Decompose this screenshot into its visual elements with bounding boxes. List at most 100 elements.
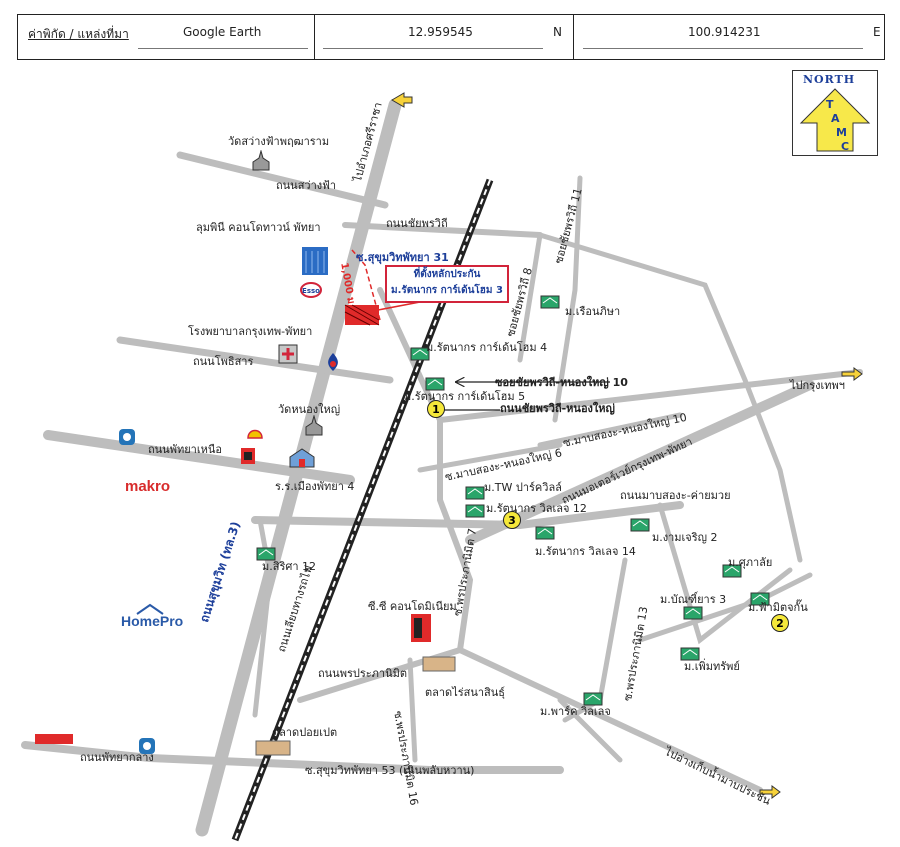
housing-icon	[680, 647, 700, 661]
road-pattaya-nuea	[43, 430, 355, 485]
condo-icon	[411, 614, 431, 642]
makro-logo: makro	[125, 478, 171, 495]
road-chaiyaphruek	[342, 222, 543, 238]
road-soi16	[407, 657, 418, 763]
road-se	[557, 697, 623, 763]
label-park-village: ม.พาร์ค วิลเลจ	[540, 705, 611, 718]
label-soi-sukhumvit53: ซ.สุขุมวิทพัทยา 53 (เนินพลับหวาน)	[305, 764, 475, 777]
label-cc-condo: ซี.ซี คอนโดมิเนียม	[368, 600, 457, 613]
label-supalai: ม.ศุภาลัย	[728, 556, 773, 569]
label-wat-sawang: วัดสว่างฟ้าพฤฒาราม	[228, 135, 330, 148]
label-phamitchakan: ม.ฟ้ามิตจกั๊น	[748, 601, 808, 614]
callout-line1: ที่ตั้งหลักประกัน	[413, 269, 481, 280]
homepro-logo: HomePro	[121, 613, 184, 629]
label-rd-pattaya-nuea: ถนนพัทยาเหนือ	[148, 443, 222, 456]
label-ruenpisa: ม.เรือนภิษา	[565, 305, 621, 318]
road-photisan	[116, 336, 394, 384]
road-west-1	[252, 517, 273, 718]
road-sawangfa	[176, 151, 389, 209]
housing-icon	[630, 518, 650, 532]
callout-line2: ม.รัตนากร การ์เด้นโฮม 3	[391, 285, 503, 296]
marker-3: 3	[503, 511, 521, 529]
svg-text:Esso: Esso	[302, 287, 320, 295]
arrow-east-icon	[841, 367, 863, 381]
housing-icon	[683, 606, 703, 620]
label-rd-sawangfa: ถนนสว่างฟ้า	[276, 179, 337, 192]
label-talad-rai: ตลาดไร่สนาสินธุ์	[425, 686, 506, 699]
label-rd-pattaya-klang: ถนนพัทยากลาง	[80, 751, 154, 764]
bank-icon	[119, 429, 135, 445]
label-ngamcharoen2: ม.งามเจริญ 2	[652, 531, 718, 544]
north-letter: C	[841, 140, 850, 153]
north-letter: A	[831, 112, 840, 125]
temple-nongyai-icon	[305, 415, 323, 436]
coord-source: Google Earth	[183, 25, 262, 39]
bank-icon	[139, 738, 155, 754]
housing-icon	[256, 547, 276, 561]
housing-icon	[540, 295, 560, 309]
road-soi10	[537, 412, 683, 448]
housing-icon	[410, 347, 430, 361]
market-icon	[422, 656, 456, 672]
label-rattanakorn5: ม.รัตนากร การ์เด้นโฮม 5	[404, 390, 526, 403]
label-bunyani3: ม.บัณฑิ์ยาร 3	[660, 593, 727, 606]
housing-icon	[722, 564, 742, 578]
north-arrow-icon	[799, 88, 871, 152]
arrow-southeast-icon	[759, 785, 781, 799]
latitude-value: 12.959545	[408, 25, 473, 39]
label-rd-chaiya-nongyai: ถนนชัยพรวิถี-หนองใหญ่	[500, 402, 615, 415]
coord-label: ค่าพิกัด / แหล่งที่มา	[28, 27, 129, 41]
shell-icon	[247, 429, 263, 439]
store-icon	[35, 734, 73, 744]
label-phoemsap: ม.เพิ่มทรัพย์	[684, 660, 740, 673]
distance-line	[351, 249, 381, 321]
label-talad-poypet: ตลาดปอยเปต	[272, 726, 338, 739]
road-phraprachanimit	[297, 646, 763, 793]
marker-2: 2	[771, 614, 789, 632]
label-soi-chaiya-nongyai10: ซอยชัยพรวิถี-หนองใหญ่ 10	[495, 376, 628, 389]
coordinate-header: ค่าพิกัด / แหล่งที่มา Google Earth 12.95…	[17, 14, 885, 60]
label-rattanakorn-villa12: ม.รัตนากร วิลเลจ 12	[486, 502, 587, 515]
road-local-1	[437, 417, 474, 653]
fuel-icon	[241, 448, 255, 464]
longitude-dir: E	[873, 25, 881, 39]
housing-icon	[425, 377, 445, 391]
label-soi-sukhumvit31: ซ.สุขุมวิทพัทยา 31	[356, 251, 449, 264]
road-mapsong	[251, 501, 684, 530]
road-soi8	[517, 232, 543, 363]
housing-icon	[465, 486, 485, 500]
homepro-roof-icon	[136, 603, 164, 615]
housing-icon	[465, 504, 485, 518]
arrow-north-icon	[391, 92, 413, 108]
label-rattanakorn-villa14: ม.รัตนากร วิลเลจ 14	[535, 545, 636, 558]
north-letter: M	[836, 126, 847, 139]
collateral-callout: ที่ตั้งหลักประกัน ม.รัตนากร การ์เด้นโฮม …	[385, 265, 509, 303]
school-icon	[289, 448, 315, 468]
label-rattanakorn4: ม.รัตนากร การ์เด้นโฮม 4	[426, 341, 548, 354]
esso-logo-icon: Esso	[300, 282, 322, 298]
north-label: NORTH	[803, 73, 856, 86]
label-to-bangkok: ไปกรุงเทพฯ	[790, 379, 845, 392]
label-hospital: โรงพยาบาลกรุงเทพ-พัทยา	[188, 325, 313, 338]
road-soi6	[417, 442, 563, 473]
housing-icon	[750, 592, 770, 606]
longitude-value: 100.914231	[688, 25, 761, 39]
label-rd-chaiyaphruek: ถนนชัยพรวิถี	[386, 217, 448, 230]
latitude-dir: N	[553, 25, 562, 39]
north-indicator: NORTH T A M C	[792, 70, 878, 156]
housing-icon	[535, 526, 555, 540]
label-rd-phraprachanimit: ถนนพรประภานิมิต	[318, 667, 407, 680]
road-east-1	[537, 232, 803, 563]
north-letter: T	[826, 98, 834, 111]
temple-icon	[252, 150, 270, 171]
ptt-station-icon	[328, 353, 338, 371]
market-poypet-icon	[255, 740, 291, 756]
label-rd-mapsong-khaimuay: ถนนมาบสองะ-ค่ายมวย	[620, 489, 731, 502]
hospital-icon	[278, 344, 298, 364]
housing-icon	[583, 692, 603, 706]
road-soi11	[552, 175, 583, 423]
label-wat-nongyai: วัดหนองใหญ่	[278, 403, 341, 416]
marker-1: 1	[427, 400, 445, 418]
building-icon	[302, 247, 328, 275]
